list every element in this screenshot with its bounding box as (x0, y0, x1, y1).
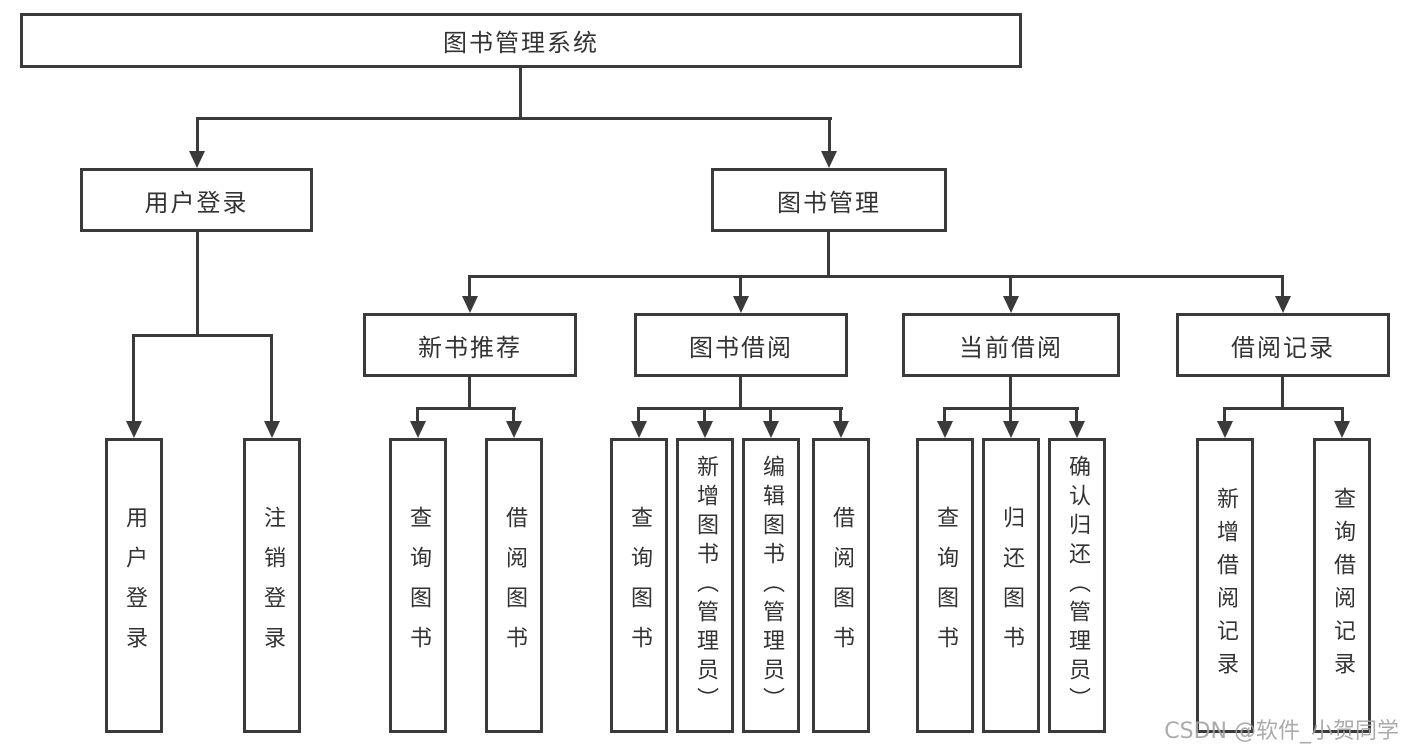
node-leaf-confirm-return-label: 确认归还（管理员） (1065, 455, 1090, 716)
connector-line (512, 407, 515, 424)
node-leaf-borrow-book-1-label: 借阅图书 (502, 505, 527, 666)
node-leaf-logout: 注销登录 (243, 438, 301, 733)
connector-line (1009, 377, 1012, 410)
node-leaf-borrow-book-2-label: 借阅图书 (829, 505, 854, 666)
node-current-borrow: 当前借阅 (902, 313, 1120, 377)
connector-line (637, 407, 843, 410)
connector-line (739, 377, 742, 410)
arrowhead-down-icon (1217, 421, 1233, 438)
arrowhead-down-icon (189, 151, 205, 168)
connector-line (703, 407, 706, 424)
arrowhead-down-icon (1003, 421, 1019, 438)
arrowhead-down-icon (631, 421, 647, 438)
arrowhead-down-icon (821, 151, 837, 168)
node-leaf-edit-book-label: 编辑图书（管理员） (759, 455, 784, 716)
node-book-borrow-label: 图书借阅 (689, 333, 793, 362)
connector-line (468, 275, 471, 301)
arrowhead-down-icon (833, 421, 849, 438)
arrowhead-down-icon (937, 421, 953, 438)
node-borrow-records: 借阅记录 (1176, 313, 1390, 377)
node-leaf-edit-book: 编辑图书（管理员） (742, 438, 800, 733)
node-borrow-records-label: 借阅记录 (1231, 333, 1335, 362)
node-root: 图书管理系统 (20, 13, 1022, 68)
arrowhead-down-icon (1334, 421, 1350, 438)
node-current-borrow-label: 当前借阅 (959, 333, 1063, 362)
connector-line (132, 334, 273, 337)
node-leaf-borrow-book-2: 借阅图书 (812, 438, 870, 733)
connector-line (828, 117, 831, 155)
node-leaf-user-login: 用户登录 (105, 438, 163, 733)
connector-line (637, 407, 640, 424)
node-new-book-rec: 新书推荐 (363, 313, 577, 377)
connector-line (196, 231, 199, 337)
connector-line (839, 407, 842, 424)
node-book-mgmt-label: 图书管理 (777, 188, 881, 217)
node-leaf-query-record-label: 查询借阅记录 (1330, 486, 1355, 685)
connector-line (1009, 275, 1012, 301)
node-leaf-query-book-3-label: 查询图书 (933, 505, 958, 666)
arrowhead-down-icon (1069, 421, 1085, 438)
connector-line (1223, 407, 1344, 410)
connector-line (1075, 407, 1078, 424)
node-book-mgmt: 图书管理 (711, 168, 947, 232)
connector-line (196, 117, 832, 120)
arrowhead-down-icon (264, 421, 280, 438)
node-leaf-borrow-book-1: 借阅图书 (485, 438, 543, 733)
node-leaf-add-book: 新增图书（管理员） (676, 438, 734, 733)
connector-line (739, 275, 742, 301)
arrowhead-down-icon (697, 421, 713, 438)
arrowhead-down-icon (410, 421, 426, 438)
connector-line (196, 117, 199, 155)
connector-line (270, 334, 273, 424)
connector-line (1223, 407, 1226, 424)
node-new-book-rec-label: 新书推荐 (418, 333, 522, 362)
connector-line (416, 407, 419, 424)
node-root-label: 图书管理系统 (443, 29, 599, 57)
connector-line (1341, 407, 1344, 424)
node-leaf-add-book-label: 新增图书（管理员） (693, 455, 718, 716)
arrowhead-down-icon (1003, 296, 1019, 313)
node-leaf-query-book-1: 查询图书 (389, 438, 447, 733)
connector-line (468, 275, 1284, 278)
connector-line (943, 407, 946, 424)
connector-line (1009, 407, 1012, 424)
node-leaf-query-book-2-label: 查询图书 (627, 505, 652, 666)
arrowhead-down-icon (126, 421, 142, 438)
arrowhead-down-icon (1275, 296, 1291, 313)
connector-line (769, 407, 772, 424)
node-leaf-user-login-label: 用户登录 (122, 505, 147, 666)
connector-line (416, 407, 516, 410)
node-leaf-confirm-return: 确认归还（管理员） (1048, 438, 1106, 733)
arrowhead-down-icon (763, 421, 779, 438)
node-user-login: 用户登录 (80, 168, 313, 232)
node-leaf-add-record: 新增借阅记录 (1196, 438, 1254, 733)
node-leaf-query-record: 查询借阅记录 (1313, 438, 1371, 733)
node-book-borrow: 图书借阅 (634, 313, 848, 377)
csdn-watermark: CSDN @软件_小贺同学 (1164, 719, 1399, 744)
node-leaf-query-book-2: 查询图书 (610, 438, 668, 733)
node-leaf-add-record-label: 新增借阅记录 (1213, 486, 1238, 685)
connector-line (519, 68, 522, 120)
connector-line (1281, 377, 1284, 410)
arrowhead-down-icon (506, 421, 522, 438)
node-leaf-query-book-3: 查询图书 (916, 438, 974, 733)
node-leaf-return-book: 归还图书 (982, 438, 1040, 733)
connector-line (132, 334, 135, 424)
connector-line (468, 377, 471, 410)
arrowhead-down-icon (733, 296, 749, 313)
node-user-login-label: 用户登录 (144, 188, 249, 217)
arrowhead-down-icon (462, 296, 478, 313)
node-leaf-logout-label: 注销登录 (260, 505, 285, 666)
connector-line (1281, 275, 1284, 301)
node-leaf-return-book-label: 归还图书 (999, 505, 1024, 666)
connector-line (827, 232, 830, 278)
node-leaf-query-book-1-label: 查询图书 (406, 505, 431, 666)
